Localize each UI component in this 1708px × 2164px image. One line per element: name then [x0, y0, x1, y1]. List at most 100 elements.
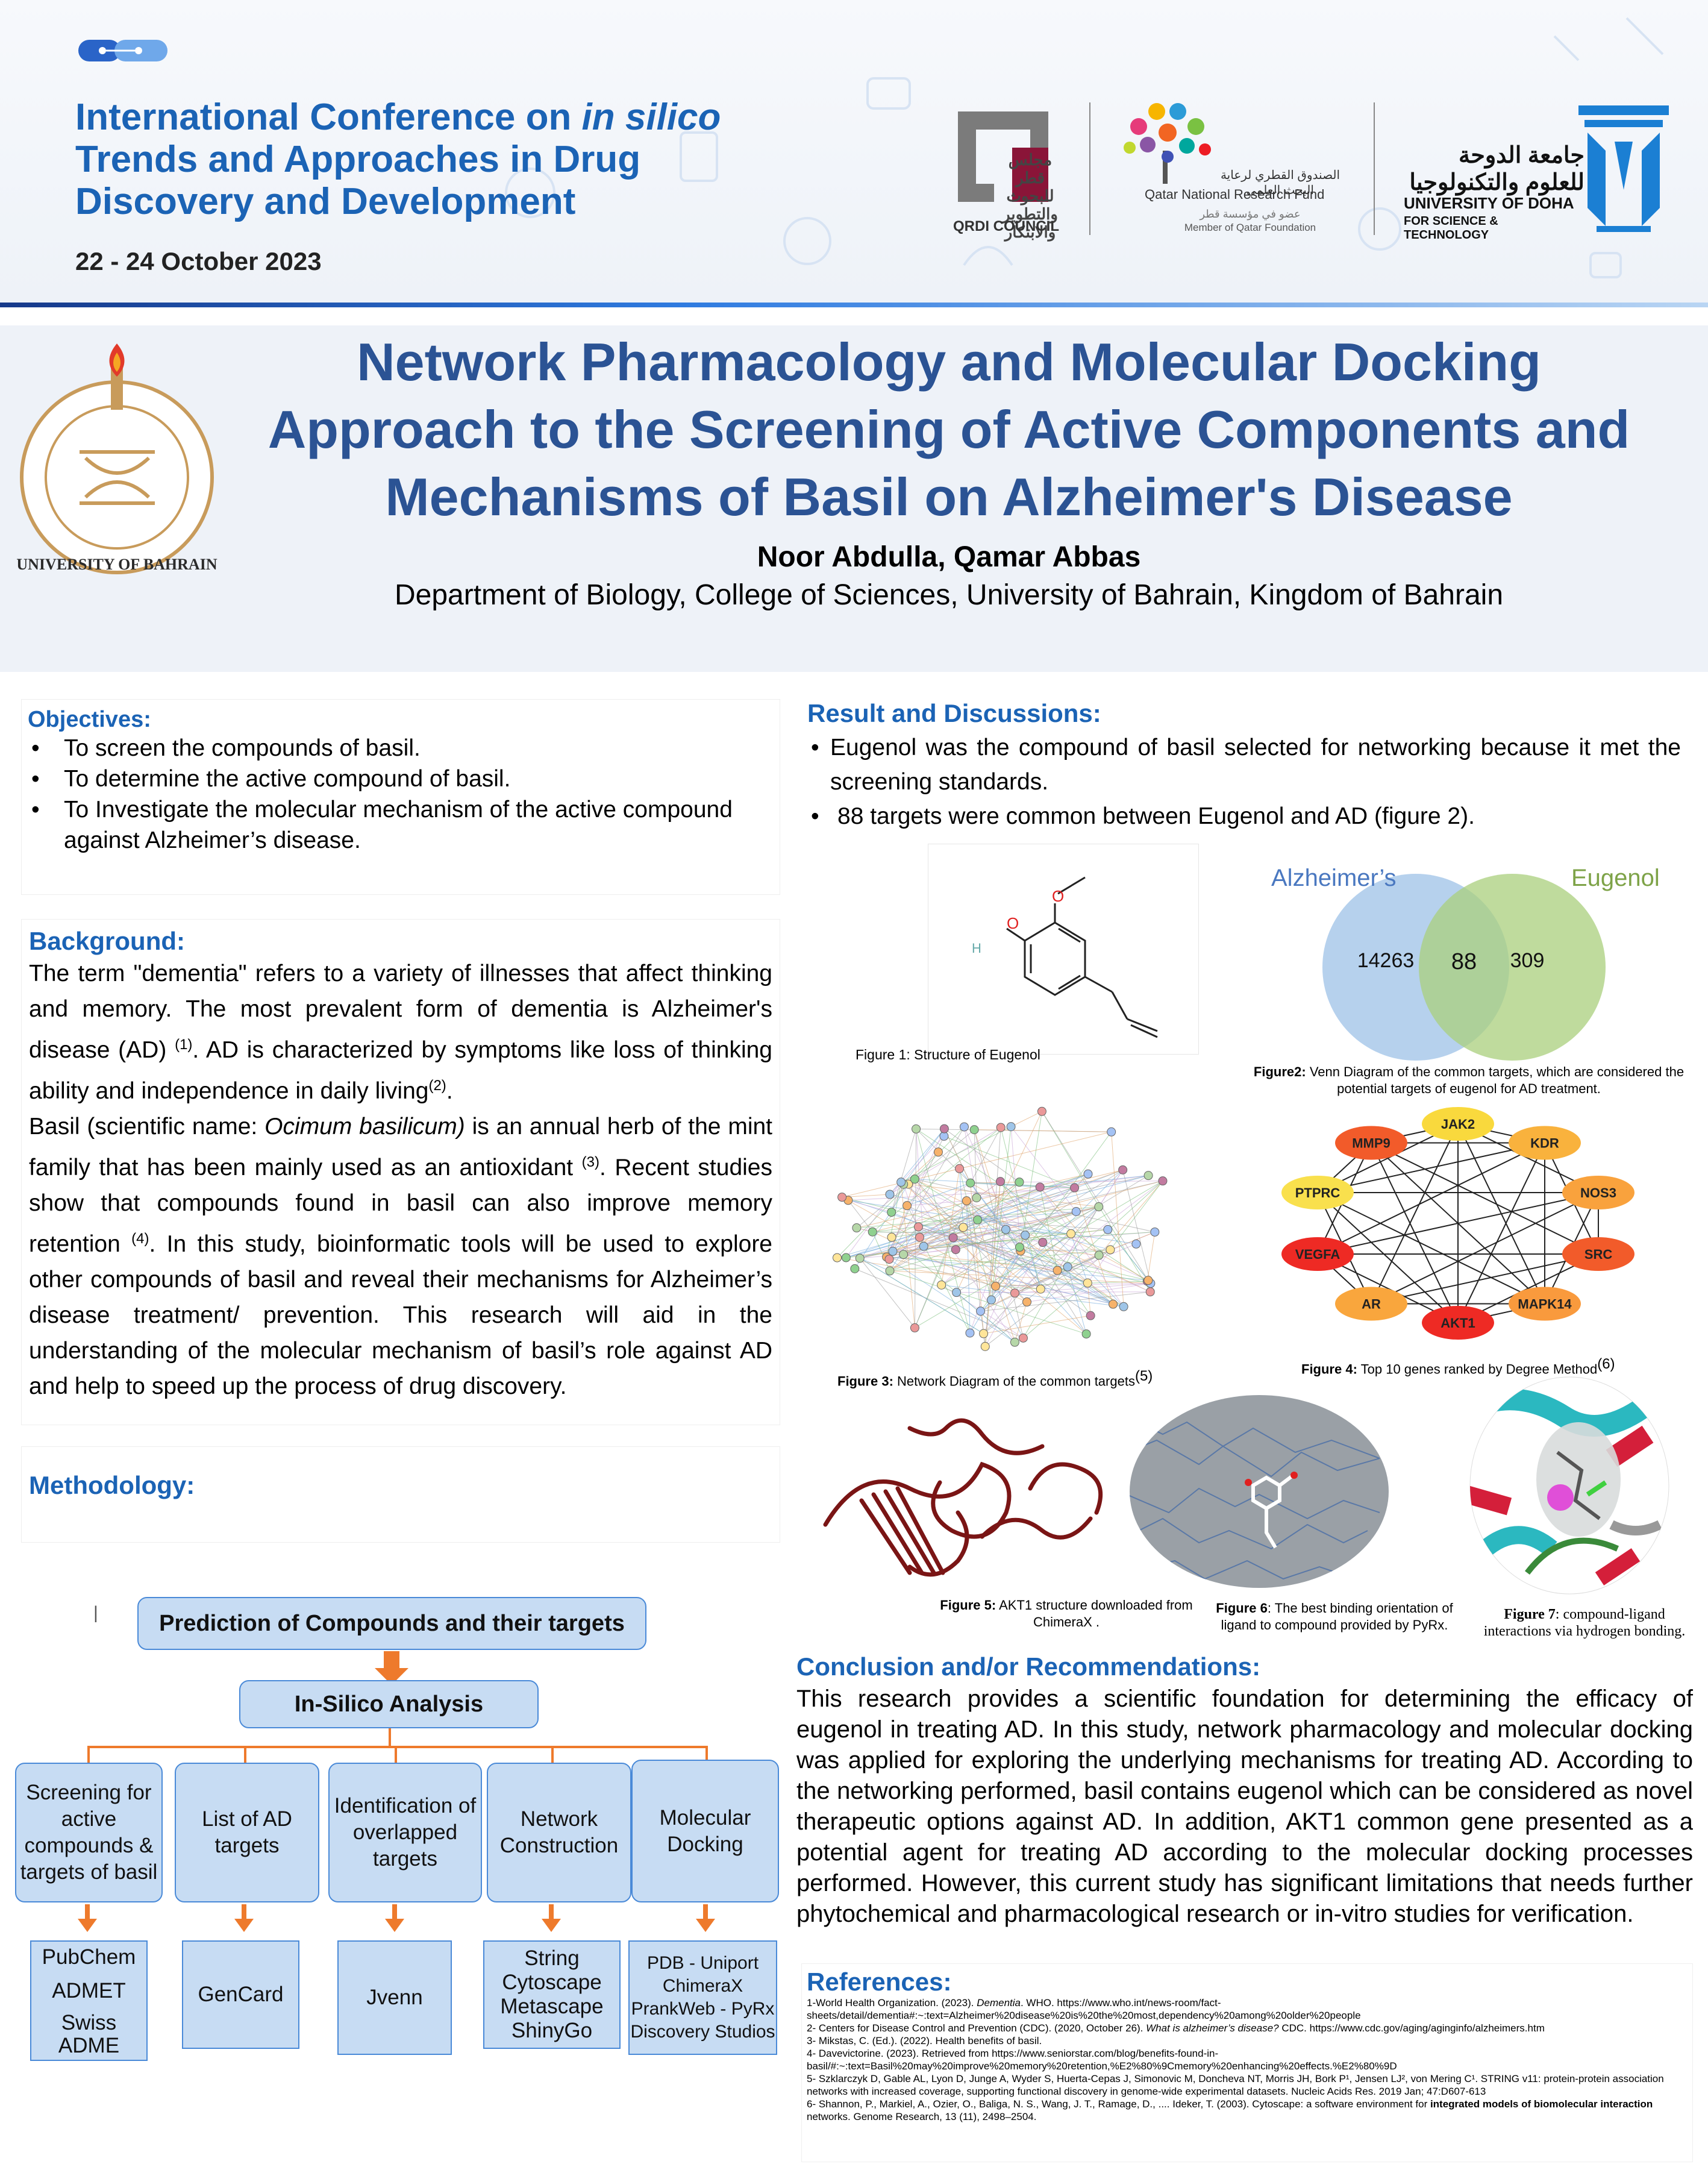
figure-6-caption: Figure 6: The best binding orientation o…: [1199, 1600, 1470, 1634]
hub-gene-label: AR: [1362, 1296, 1381, 1311]
network-edge: [886, 1182, 902, 1258]
network-node: [937, 1280, 946, 1290]
network-edge: [1039, 1187, 1058, 1271]
university-of-bahrain-seal-icon: UNIVERSITY OF BAHRAIN: [16, 343, 217, 574]
network-edge: [941, 1284, 1124, 1307]
network-edge: [860, 1227, 964, 1259]
figure-caption-text: Network Diagram of the common targets: [893, 1373, 1135, 1389]
network-node: [1015, 1243, 1024, 1252]
network-edge: [1107, 1229, 1151, 1284]
tool-name: PDB - Uniport: [646, 1953, 759, 1973]
hub-edge: [1317, 1192, 1545, 1305]
hub-gene-label: SRC: [1584, 1247, 1613, 1262]
hub-edge: [1371, 1142, 1545, 1305]
network-node: [1070, 1183, 1080, 1193]
hub-gene-node: [1281, 1237, 1354, 1271]
text-span: .: [446, 1078, 453, 1104]
network-node: [1066, 1229, 1076, 1238]
text-span: is an annual herb of the mint family tha…: [29, 1114, 773, 1181]
methodology-heading-colon: :: [186, 1471, 195, 1499]
network-edge: [1041, 1111, 1151, 1292]
network-edge: [1010, 1126, 1021, 1252]
authors: Noor Abdulla, Qamar Abbas: [757, 541, 1141, 573]
network-node: [1081, 1329, 1091, 1339]
citation: (2): [428, 1077, 446, 1094]
tools-overlap: Jvenn: [337, 1940, 452, 2055]
stray-mark: |: [93, 1603, 98, 1623]
in-silico-analysis-box: In-Silico Analysis: [239, 1680, 539, 1728]
venn-diagram: Alzheimer’s Eugenol 14263 88 309: [1271, 865, 1660, 1061]
network-node: [855, 1253, 865, 1263]
network-edge: [860, 1181, 1163, 1259]
network-edge: [854, 1184, 909, 1269]
network-edge: [1039, 1187, 1100, 1256]
network-edge: [974, 1129, 977, 1198]
conference-title-line1: International Conference on: [75, 96, 582, 138]
network-edge: [1041, 1111, 1149, 1281]
title-band: [0, 325, 1708, 672]
network-node: [841, 1253, 851, 1262]
akt1-structure-image: [823, 1418, 1103, 1577]
network-edge: [891, 1129, 917, 1212]
network-node: [919, 1241, 928, 1251]
hydrogen-atom: H: [972, 941, 981, 956]
network-edge: [966, 1200, 1087, 1334]
hub-edge: [1371, 1253, 1599, 1305]
network-edge: [1020, 1111, 1042, 1252]
results-section: Result and Discussions: Eugenol was the …: [807, 699, 1681, 833]
hub-gene-node: [1334, 1287, 1407, 1321]
network-node: [1010, 1337, 1019, 1347]
network-edge: [914, 1200, 967, 1328]
hub-gene-label: JAK2: [1441, 1117, 1475, 1132]
figure-caption-text: : compound-ligand interactions via hydro…: [1483, 1607, 1686, 1639]
network-node: [1021, 1231, 1030, 1240]
hub-edge: [1317, 1142, 1545, 1193]
network-node: [962, 1196, 971, 1206]
tools-ad-targets: GenCard: [182, 1940, 299, 2049]
network-node: [959, 1223, 968, 1232]
eugenol-structure: O O H: [972, 876, 1158, 1038]
references-section: References: 1-World Health Organization.…: [801, 1963, 1693, 2162]
network-node: [1035, 1182, 1045, 1192]
network-edge: [956, 1291, 1151, 1293]
network-edge: [1068, 1266, 1151, 1284]
step-docking: Molecular Docking: [631, 1760, 779, 1902]
text-span: . Recent studies show that compounds fou…: [29, 1155, 772, 1257]
text-span: Basil (scientific name:: [29, 1114, 265, 1140]
network-edge: [892, 1126, 965, 1252]
venn-right-count: 309: [1510, 949, 1545, 972]
methodology-heading-text: Methodology: [29, 1471, 187, 1499]
network-node: [1071, 1207, 1081, 1217]
tool-name: String: [524, 1946, 580, 1970]
hub-gene-label: MMP9: [1352, 1136, 1390, 1151]
connector: [87, 1746, 90, 1764]
network-edge: [886, 1256, 996, 1287]
conference-dates: 22 - 24 October 2023: [75, 247, 322, 275]
paper-title-line2: Approach to the Screening of Active Comp…: [267, 400, 1630, 459]
network-node: [980, 1341, 990, 1351]
citation: (3): [581, 1154, 599, 1170]
network-edge: [995, 1285, 1041, 1290]
network-edge: [990, 1126, 1012, 1300]
conference-title-emphasis: in silico: [581, 96, 721, 138]
network-node: [986, 1295, 996, 1305]
network-edge: [1006, 1229, 1041, 1290]
conclusion-section: Conclusion and/or Recommendations: This …: [796, 1652, 1693, 1930]
figure-caption-text: : The best binding orientation of ligand…: [1221, 1601, 1453, 1632]
network-edge: [918, 1173, 1089, 1228]
affiliation: Department of Biology, College of Scienc…: [394, 579, 1504, 611]
network-edge: [1042, 1242, 1113, 1305]
network-node: [910, 1323, 919, 1332]
network-edge: [980, 1206, 1100, 1312]
step-overlap: Identification of overlapped targets: [328, 1763, 482, 1902]
result-bullet: 88 targets were common between Eugenol a…: [807, 799, 1681, 833]
network-edge: [953, 1237, 1124, 1307]
network-node: [885, 1190, 895, 1199]
hub-gene-label: AKT1: [1441, 1316, 1475, 1331]
network-node: [1094, 1202, 1104, 1212]
network-edge: [976, 1175, 1149, 1199]
qnrf-member-text: Member of Qatar Foundation: [1184, 222, 1316, 233]
ref-text: CDC. https://www.cdc.gov/aging/aginginfo…: [1278, 2022, 1545, 2034]
binding-orientation-image: [1130, 1395, 1389, 1588]
network-edge: [995, 1286, 1024, 1338]
